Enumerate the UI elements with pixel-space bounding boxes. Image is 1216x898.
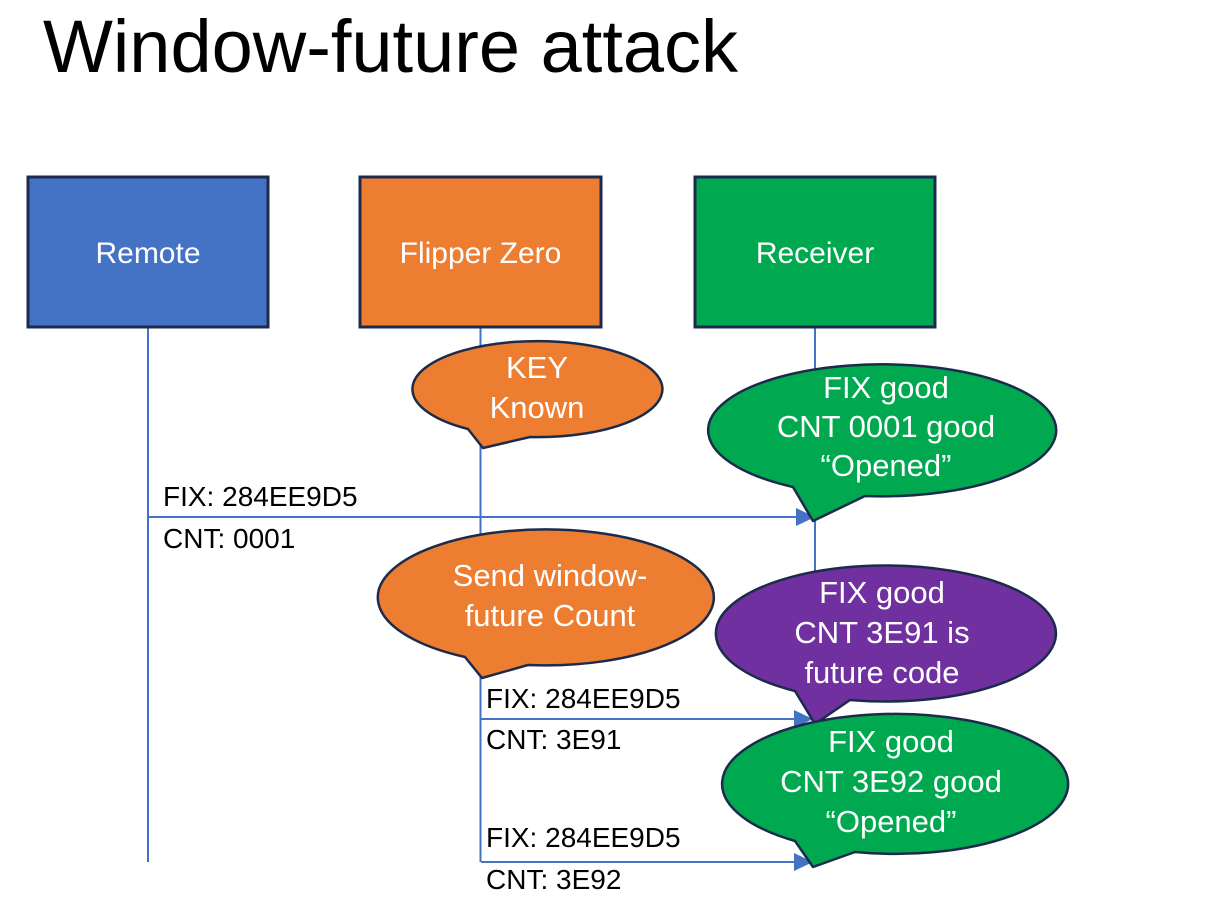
callout-cnt-3e92-line-3: “Opened”: [826, 804, 957, 839]
callout-send-window-future-bubble: [376, 528, 716, 680]
message-1-fix-label: FIX: 284EE9D5: [163, 481, 358, 512]
callout-send-window-future: Send window- future Count: [376, 528, 716, 680]
message-arrow-3-head: [794, 853, 813, 871]
actor-label-flipper-zero: Flipper Zero: [400, 237, 562, 270]
message-arrow-2: [481, 710, 813, 728]
callout-send-window-future-line-1: Send window-: [453, 558, 648, 593]
callout-cnt-3e92: FIX good CNT 3E92 good “Opened”: [720, 712, 1070, 869]
callout-cnt-3e92-line-2: CNT 3E92 good: [780, 764, 1002, 799]
callout-key-known-bubble: [411, 339, 664, 450]
callout-cnt-0001: FIX good CNT 0001 good “Opened”: [706, 363, 1058, 523]
callout-send-window-future-line-2: future Count: [465, 598, 636, 633]
actor-receiver: Receiver: [693, 175, 937, 329]
actor-flipper-zero: Flipper Zero: [358, 175, 603, 329]
callout-key-known-line-2: Known: [490, 390, 585, 425]
callout-cnt-3e92-bubble: [720, 712, 1070, 869]
message-3-cnt-label: CNT: 3E92: [486, 864, 621, 895]
message-arrow-1-head: [796, 508, 815, 526]
callout-cnt-0001-line-1: FIX good: [823, 370, 949, 405]
callout-cnt-3e91-bubble: [714, 564, 1058, 726]
actor-box-flipper-zero: [358, 175, 603, 329]
message-arrow-2-head: [794, 710, 813, 728]
message-2-fix-label: FIX: 284EE9D5: [486, 683, 681, 714]
slide-title: Window-future attack: [43, 5, 739, 88]
callout-cnt-3e92-line-1: FIX good: [828, 724, 954, 759]
actor-label-receiver: Receiver: [756, 237, 874, 270]
callout-key-known-line-1: KEY: [506, 350, 568, 385]
callout-key-known: KEY Known: [411, 339, 664, 450]
actor-label-remote: Remote: [95, 237, 200, 270]
message-arrow-1: [148, 508, 815, 526]
callout-cnt-3e91-line-1: FIX good: [819, 575, 945, 610]
actor-remote: Remote: [26, 175, 270, 329]
message-2-cnt-label: CNT: 3E91: [486, 724, 621, 755]
message-arrow-3: [481, 853, 813, 871]
callout-cnt-3e91-line-3: future code: [804, 655, 959, 690]
callout-cnt-3e91: FIX good CNT 3E91 is future code: [714, 564, 1058, 726]
actor-box-receiver: [693, 175, 937, 329]
callout-cnt-0001-bubble: [706, 363, 1058, 523]
message-1-cnt-label: CNT: 0001: [163, 523, 295, 554]
callout-cnt-0001-line-2: CNT 0001 good: [777, 409, 995, 444]
actor-box-remote: [26, 175, 270, 329]
callout-cnt-3e91-line-2: CNT 3E91 is: [794, 615, 969, 650]
message-3-fix-label: FIX: 284EE9D5: [486, 822, 681, 853]
callout-cnt-0001-line-3: “Opened”: [821, 448, 952, 483]
